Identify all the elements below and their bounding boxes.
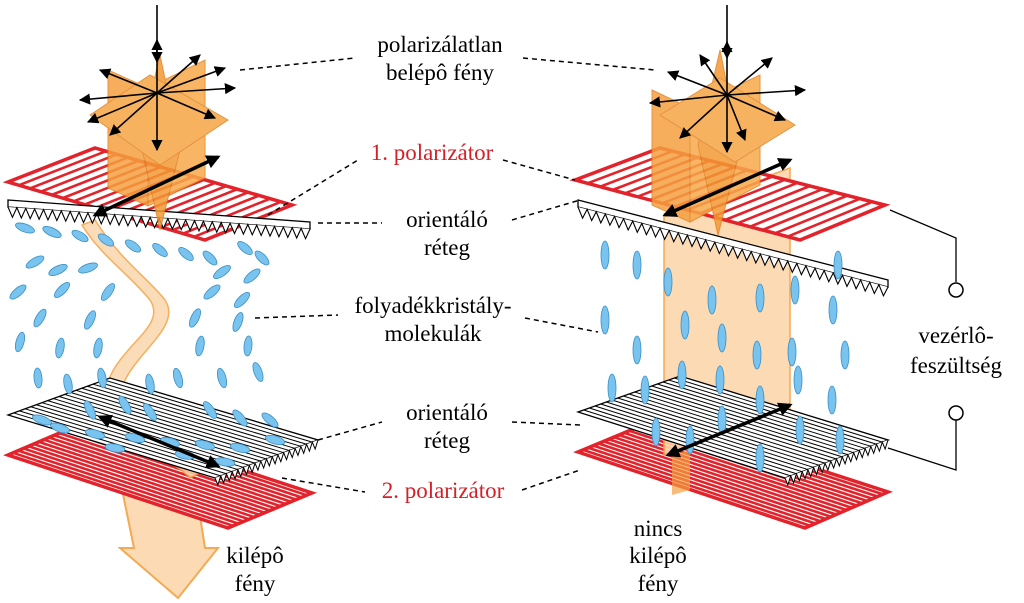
lc-molecules-right <box>600 240 850 473</box>
label-lc-line1: folyadékkristály- <box>354 293 511 318</box>
label-exit-light-line2: fény <box>235 571 276 596</box>
terminal-bottom <box>948 405 964 421</box>
label-alignment-bottom-line1: orientáló <box>406 400 488 425</box>
leader-lines <box>239 57 656 493</box>
label-no-exit-line2: kilépô <box>629 543 687 568</box>
polarizer-2-left <box>3 418 318 530</box>
label-polarizer-1: 1. polarizátor <box>371 140 494 165</box>
polarizer-1-axis-left <box>92 155 221 217</box>
alignment-layer-top-right <box>577 199 889 298</box>
polarization-vectors-left <box>78 38 237 152</box>
label-exit-light-line1: kilépô <box>226 543 284 568</box>
label-alignment-top-line2: réteg <box>424 235 470 260</box>
label-unpolarized-line1: polarizálatlan <box>377 32 503 57</box>
label-alignment-top-line1: orientáló <box>406 207 488 232</box>
label-voltage-line1: vezérlô- <box>918 323 993 348</box>
label-no-exit-line3: fény <box>638 571 679 596</box>
polarizer-2-axis-right <box>665 402 793 458</box>
polarizer-1-axis-right <box>662 158 793 217</box>
label-no-exit-line1: nincs <box>634 516 683 541</box>
right-assembly <box>569 5 964 530</box>
blocked-light-stub <box>672 450 690 495</box>
polarizer-2-axis-left <box>97 414 221 469</box>
label-alignment-bottom-line2: réteg <box>424 428 470 453</box>
label-lc-line2: molekulák <box>384 321 482 346</box>
label-unpolarized-line2: belépô fény <box>386 60 494 85</box>
label-voltage-line2: feszültség <box>910 353 1002 378</box>
left-assembly <box>2 5 321 600</box>
labels: polarizálatlan belépô fény 1. polarizáto… <box>226 32 1002 596</box>
polarization-vectors-right <box>648 40 807 154</box>
label-polarizer-2: 2. polarizátor <box>382 478 505 503</box>
voltage-circuit <box>887 209 964 471</box>
terminal-top <box>948 282 964 298</box>
